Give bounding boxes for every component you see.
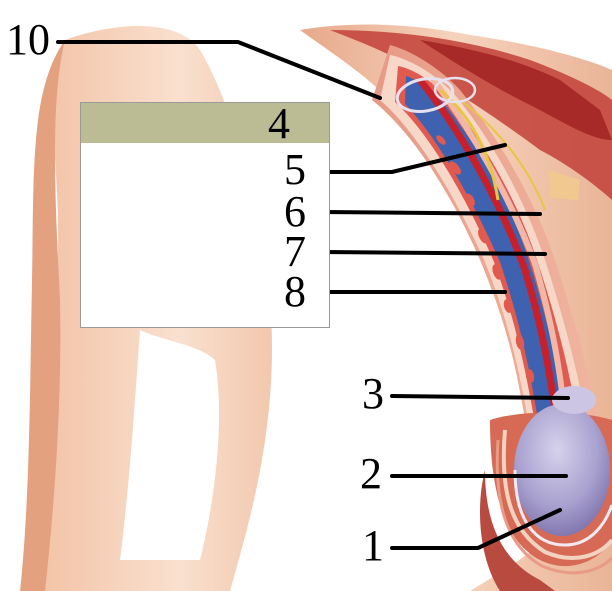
label-1: 1 (362, 524, 384, 568)
epididymis-head (552, 386, 596, 414)
label-3: 3 (362, 372, 384, 416)
leader-6 (322, 212, 540, 214)
label-10: 10 (6, 18, 50, 62)
leader-7 (322, 252, 545, 254)
label-4: 4 (268, 102, 290, 146)
label-box-header (81, 103, 329, 143)
leader-3 (392, 396, 568, 398)
testis (514, 404, 610, 536)
label-2: 2 (360, 452, 382, 496)
label-5: 5 (284, 148, 306, 192)
label-8: 8 (284, 270, 306, 314)
